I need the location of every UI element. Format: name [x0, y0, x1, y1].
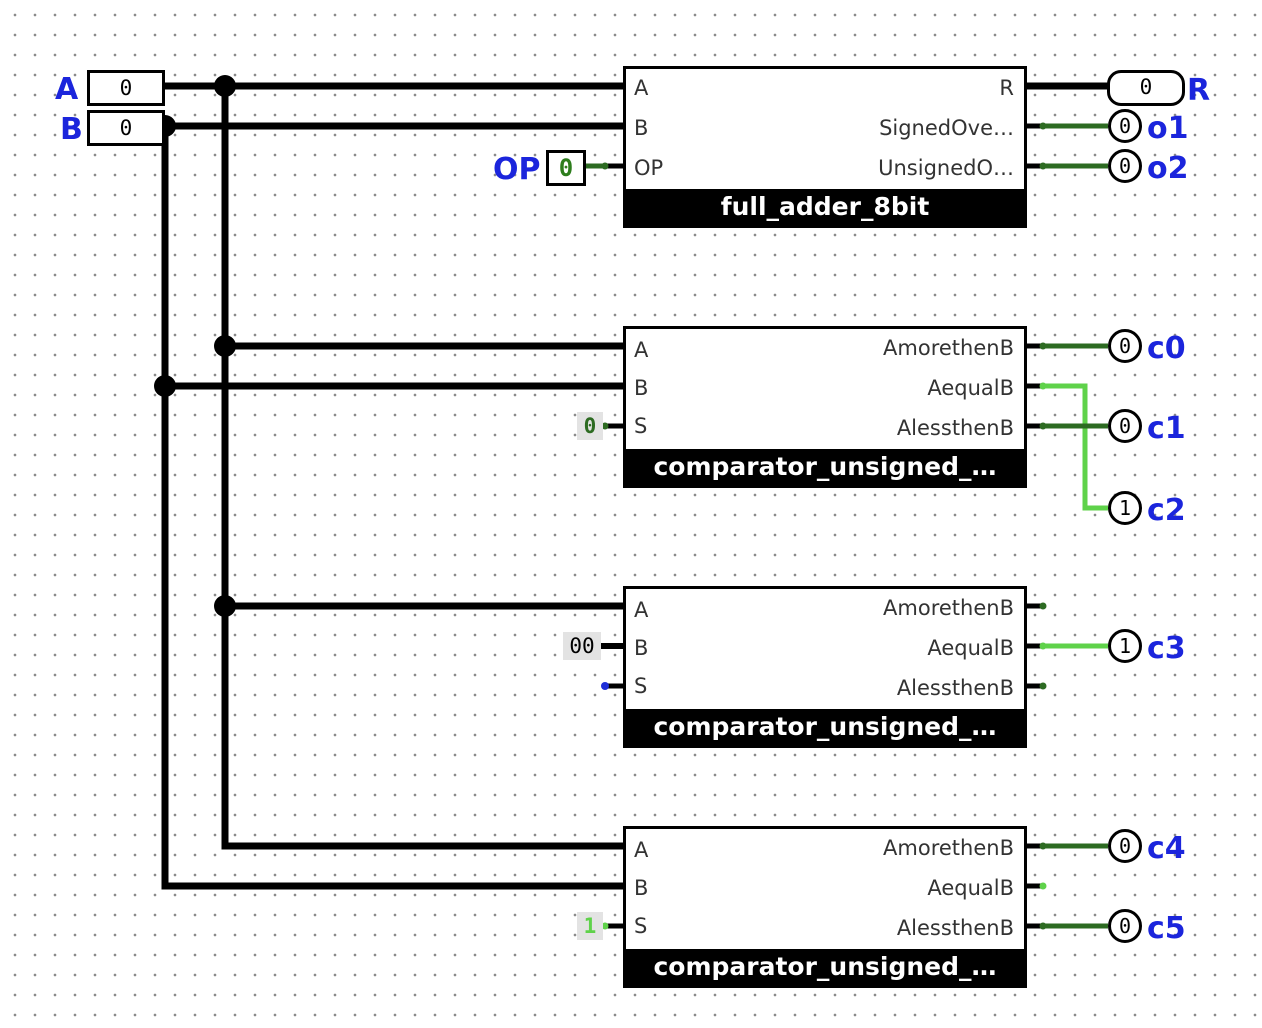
constant-S-1: 1	[577, 912, 603, 940]
component-title: comparator_unsigned_…	[626, 949, 1024, 985]
component-title: comparator_unsigned_…	[626, 449, 1024, 485]
output-c3-label: c3	[1147, 631, 1186, 666]
input-A-label: A	[55, 72, 79, 107]
junction-A-1	[214, 75, 236, 97]
input-B-label: B	[60, 112, 83, 147]
junction-B-2	[154, 375, 176, 397]
port-label: AmorethenB	[883, 836, 1014, 860]
output-o1-label: o1	[1147, 111, 1189, 146]
port-label: S	[634, 414, 648, 438]
junction-A-3	[214, 595, 236, 617]
input-B-pin[interactable]: 0	[87, 110, 165, 146]
component-title: full_adder_8bit	[626, 189, 1024, 225]
output-c1-label: c1	[1147, 411, 1186, 446]
pin-dot	[1039, 922, 1047, 930]
output-c4-pin[interactable]: 0	[1108, 829, 1142, 863]
port-label: S	[634, 674, 648, 698]
port-label: B	[634, 876, 649, 900]
junction-A-2	[214, 335, 236, 357]
port-label: A	[634, 76, 649, 100]
pin-dot	[601, 422, 609, 430]
output-c2-pin[interactable]: 1	[1108, 491, 1142, 525]
pin-dot	[1039, 682, 1047, 690]
port-label: AlessthenB	[896, 916, 1014, 940]
pin-dot	[1039, 162, 1047, 170]
port-label: R	[999, 76, 1014, 100]
component-title: comparator_unsigned_…	[626, 709, 1024, 745]
comparator-component-1[interactable]: A B S AmorethenB AequalB AlessthenB comp…	[623, 326, 1027, 488]
port-label: AequalB	[927, 876, 1014, 900]
pin-dot	[601, 162, 609, 170]
port-label: A	[634, 838, 649, 862]
input-OP-label: OP	[493, 152, 541, 187]
port-label: AlessthenB	[896, 676, 1014, 700]
constant-S-0: 0	[577, 412, 603, 440]
wire-A-trunk	[221, 86, 623, 850]
comparator-component-2[interactable]: A B S AmorethenB AequalB AlessthenB comp…	[623, 586, 1027, 748]
pin-dot	[1039, 842, 1047, 850]
output-R-pin[interactable]: 0	[1107, 70, 1185, 106]
port-label: B	[634, 636, 649, 660]
port-label: SignedOve…	[879, 116, 1014, 140]
output-c5-label: c5	[1147, 911, 1186, 946]
port-label: AmorethenB	[883, 596, 1014, 620]
port-label: OP	[634, 156, 664, 180]
pin-dot	[1039, 602, 1047, 610]
constant-B-00: 00	[563, 632, 601, 660]
port-label: B	[634, 376, 649, 400]
output-c3-pin[interactable]: 1	[1108, 629, 1142, 663]
pin-dot	[1039, 342, 1047, 350]
output-c0-label: c0	[1147, 331, 1186, 366]
port-label: AmorethenB	[883, 336, 1014, 360]
wire-B-trunk	[161, 126, 623, 890]
pin-dot	[1039, 382, 1047, 390]
output-o1-pin[interactable]: 0	[1108, 109, 1142, 143]
output-c0-pin[interactable]: 0	[1108, 329, 1142, 363]
output-o2-label: o2	[1147, 151, 1189, 186]
port-label: AequalB	[927, 376, 1014, 400]
pin-dot	[1039, 422, 1047, 430]
output-o2-pin[interactable]: 0	[1108, 149, 1142, 183]
comparator-component-3[interactable]: A B S AmorethenB AequalB AlessthenB comp…	[623, 826, 1027, 988]
output-c5-pin[interactable]: 0	[1108, 909, 1142, 943]
port-label: A	[634, 338, 649, 362]
port-label: UnsignedO…	[878, 156, 1014, 180]
pin-dot	[1039, 642, 1047, 650]
port-label: B	[634, 116, 649, 140]
full-adder-component[interactable]: A B OP R SignedOve… UnsignedO… full_adde…	[623, 66, 1027, 228]
output-R-label: R	[1187, 73, 1211, 108]
port-label: S	[634, 914, 648, 938]
pin-dot	[1039, 122, 1047, 130]
pin-dot	[601, 682, 609, 690]
pin-dot	[601, 922, 609, 930]
wire-c2	[1043, 383, 1108, 511]
input-A-pin[interactable]: 0	[87, 70, 165, 106]
output-c2-label: c2	[1147, 493, 1186, 528]
pin-dot	[1039, 882, 1047, 890]
port-label: AlessthenB	[896, 416, 1014, 440]
port-label: AequalB	[927, 636, 1014, 660]
output-c4-label: c4	[1147, 831, 1186, 866]
input-OP-pin[interactable]: 0	[546, 150, 586, 186]
port-label: A	[634, 598, 649, 622]
output-c1-pin[interactable]: 0	[1108, 409, 1142, 443]
